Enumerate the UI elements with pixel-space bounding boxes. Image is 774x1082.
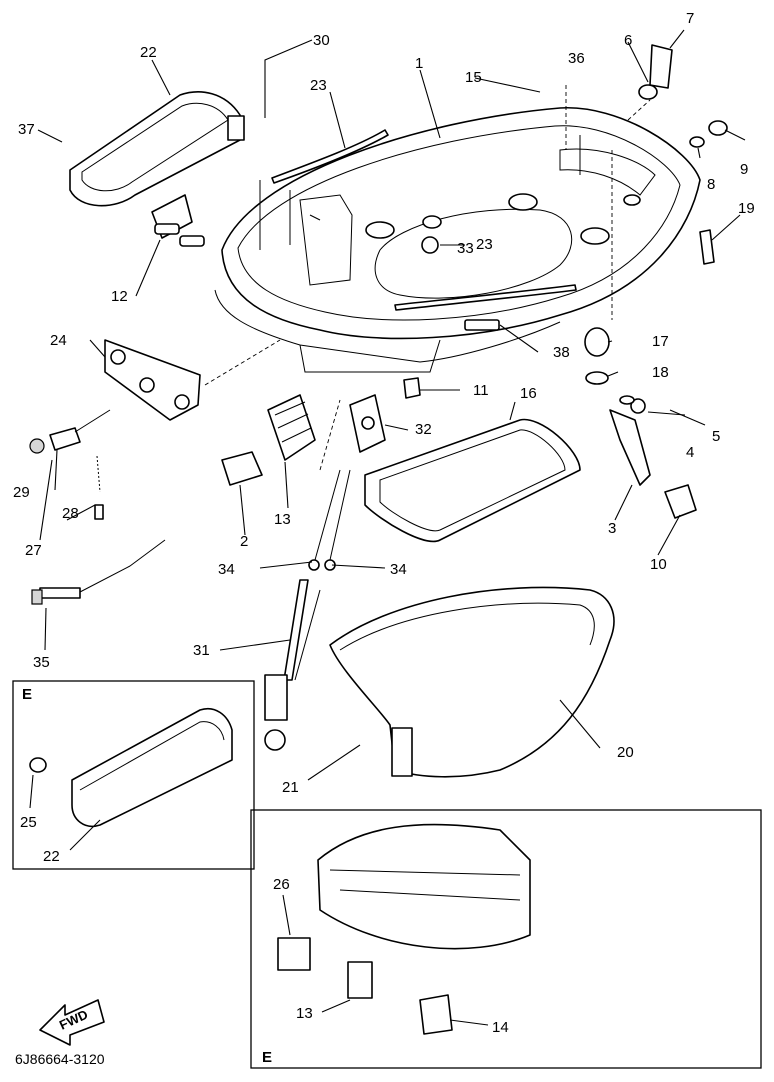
callout-37: 37 bbox=[18, 121, 35, 138]
callout-17: 17 bbox=[652, 333, 669, 350]
inset-box-left bbox=[12, 680, 255, 870]
lower-apron bbox=[329, 586, 615, 778]
callout-15: 15 bbox=[465, 69, 482, 86]
grommet-assembly bbox=[151, 194, 205, 247]
callout-23-mid: 23 bbox=[476, 236, 493, 253]
callout-34-right: 34 bbox=[390, 561, 407, 578]
callout-7: 7 bbox=[686, 10, 694, 27]
link-rod bbox=[264, 469, 351, 751]
callout-1: 1 bbox=[415, 55, 423, 72]
fwd-arrow: FWD bbox=[39, 999, 105, 1046]
callout-22: 22 bbox=[140, 44, 157, 61]
callout-12: 12 bbox=[111, 288, 128, 305]
joint bbox=[31, 539, 166, 605]
callout-24: 24 bbox=[50, 332, 67, 349]
callout-38: 38 bbox=[553, 344, 570, 361]
callout-6: 6 bbox=[624, 32, 632, 49]
pilot-water-hose bbox=[29, 409, 111, 520]
callout-20: 20 bbox=[617, 744, 634, 761]
inset-right-cowling bbox=[277, 823, 531, 1035]
callout-3: 3 bbox=[608, 520, 616, 537]
leader-lines bbox=[29, 29, 746, 1026]
callout-35: 35 bbox=[33, 654, 50, 671]
seal-strip bbox=[271, 129, 577, 311]
diagram-code: 6J86664-3120 bbox=[15, 1051, 105, 1067]
inset-label-left: E bbox=[22, 686, 32, 703]
callout-32: 32 bbox=[415, 421, 432, 438]
plate bbox=[104, 339, 201, 421]
right-parts bbox=[584, 44, 728, 519]
top-cover bbox=[69, 91, 245, 207]
callout-30: 30 bbox=[313, 32, 330, 49]
callout-labels: 1 2 3 4 5 6 7 8 9 10 11 12 13 15 16 17 1… bbox=[13, 10, 755, 1036]
callout-9: 9 bbox=[740, 161, 748, 178]
inset-box-right bbox=[250, 809, 762, 1069]
callout-11: 11 bbox=[473, 382, 489, 399]
inset-left-cover bbox=[29, 708, 233, 827]
bottom-cowling bbox=[214, 107, 701, 373]
callout-16: 16 bbox=[520, 385, 537, 402]
callout-23-top: 23 bbox=[310, 77, 327, 94]
callout-26: 26 bbox=[273, 876, 290, 893]
callout-33: 33 bbox=[457, 240, 474, 257]
callout-18: 18 bbox=[652, 364, 669, 381]
callout-5: 5 bbox=[712, 428, 720, 445]
inset-label-right: E bbox=[262, 1049, 272, 1066]
callout-36: 36 bbox=[568, 50, 585, 67]
callout-31: 31 bbox=[193, 642, 210, 659]
small-parts bbox=[221, 236, 439, 486]
callout-29: 29 bbox=[13, 484, 30, 501]
callout-13: 13 bbox=[274, 511, 291, 528]
callout-8: 8 bbox=[707, 176, 715, 193]
callout-22-inset: 22 bbox=[43, 848, 60, 865]
callout-21: 21 bbox=[282, 779, 299, 796]
callout-13-inset: 13 bbox=[296, 1005, 313, 1022]
callout-10: 10 bbox=[650, 556, 667, 573]
callout-4: 4 bbox=[686, 444, 694, 461]
callout-19: 19 bbox=[738, 200, 755, 217]
callout-34-left: 34 bbox=[218, 561, 235, 578]
callout-25: 25 bbox=[20, 814, 37, 831]
callout-14: 14 bbox=[492, 1019, 509, 1036]
gasket bbox=[364, 418, 581, 543]
callout-28: 28 bbox=[62, 505, 79, 522]
callout-27: 27 bbox=[25, 542, 42, 559]
callout-2: 2 bbox=[240, 533, 248, 550]
